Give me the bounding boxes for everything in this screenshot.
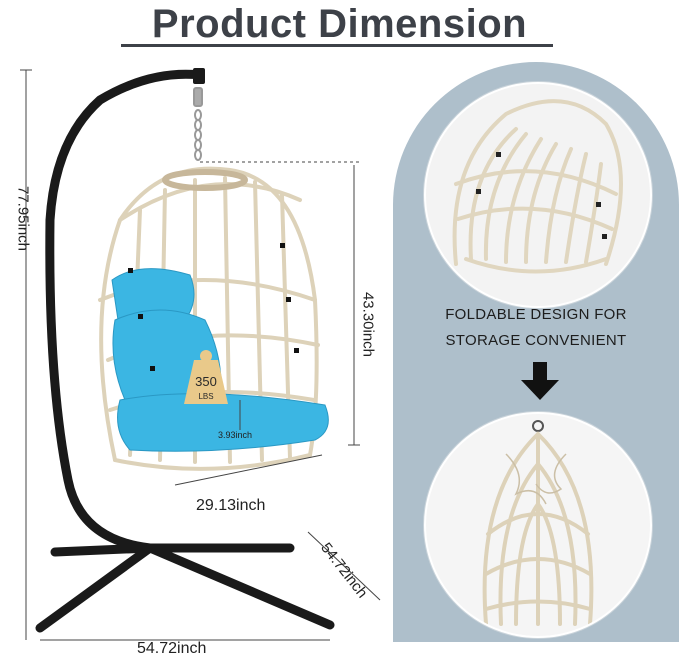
title-underline: [121, 44, 553, 47]
folded-basket-illustration: [426, 414, 650, 636]
open-basket-illustration: [426, 84, 650, 306]
cushion-thickness-label: 3.93inch: [218, 430, 253, 440]
down-arrow-icon: [521, 362, 559, 400]
foldable-text-line1: FOLDABLE DESIGN FOR: [445, 306, 627, 323]
capacity-value: 350: [195, 374, 217, 389]
capacity-unit: LBS: [198, 392, 214, 401]
stand: [35, 68, 335, 633]
foldable-text-line2: STORAGE CONVENIENT: [445, 332, 627, 349]
open-chair-circle: [424, 82, 652, 308]
base-width-label: 54.72inch: [137, 640, 207, 657]
folded-chair-circle: [424, 412, 652, 638]
page-title: Product Dimension: [151, 2, 528, 46]
hanging-chain: [193, 87, 203, 161]
basket-clips: [128, 243, 299, 371]
seat-height-label: 43.30inch: [359, 291, 377, 358]
blue-cushion: [111, 268, 329, 452]
dimension-lines: [20, 69, 381, 641]
total-height-label: 77.95inch: [14, 185, 32, 252]
weight-tag-icon: [184, 360, 228, 404]
basket-top-ring: [162, 169, 248, 191]
basket-width-label: 29.13inch: [196, 497, 266, 514]
